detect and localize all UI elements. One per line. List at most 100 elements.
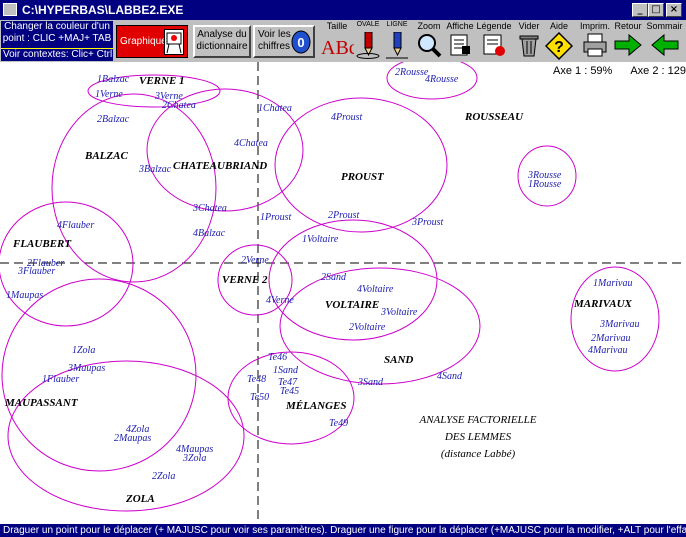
oval-flaubert[interactable] (0, 201, 134, 327)
point-label[interactable]: 1Proust (260, 212, 292, 223)
oval-rousseau[interactable] (517, 145, 577, 207)
oval-maupassant[interactable] (1, 278, 197, 472)
oval-zola[interactable] (7, 360, 245, 512)
taille-tool[interactable]: Taille ABc (320, 21, 354, 61)
plot-shapes (0, 62, 686, 524)
point-label[interactable]: 4Rousse (425, 74, 459, 85)
point-label[interactable]: 1Flauber (42, 374, 80, 385)
point-label[interactable]: 1Voltaire (302, 234, 339, 245)
group-label[interactable]: ZOLA (126, 493, 155, 505)
point-label[interactable]: 4Flauber (57, 220, 95, 231)
group-label[interactable]: MAUPASSANT (5, 397, 78, 409)
oval-voltaire[interactable] (268, 219, 438, 341)
toolbar: Changer la couleur d'un point : CLIC +MA… (0, 20, 686, 62)
point-label[interactable]: 3Marivau (600, 319, 640, 330)
oval-verne-1[interactable] (87, 74, 221, 108)
point-label[interactable]: 4Zola (126, 424, 150, 435)
point-label[interactable]: 3Maupas (68, 363, 106, 374)
taille-label: Taille (326, 21, 348, 31)
vider-tool[interactable]: Vider (515, 21, 543, 61)
group-label[interactable]: CHATEAUBRIAND (173, 160, 268, 172)
group-label[interactable]: VERNE 1 (139, 75, 185, 87)
easel-icon (164, 29, 184, 55)
point-label[interactable]: 2Balzac (97, 114, 130, 125)
sommaire-button[interactable]: Sommair (643, 21, 686, 61)
minimize-button[interactable]: _ (632, 3, 648, 17)
imprim-tool[interactable]: Imprim. (578, 21, 612, 61)
group-label[interactable]: PROUST (341, 171, 384, 183)
point-label[interactable]: 3Verne (155, 91, 183, 102)
oval-verne-2[interactable] (217, 244, 293, 316)
point-label[interactable]: 3Zola (183, 453, 207, 464)
point-label[interactable]: 1Sand (273, 365, 298, 376)
point-label[interactable]: 2Flauber (27, 258, 65, 269)
group-label[interactable]: VOLTAIRE (325, 299, 380, 311)
analyse-dictionnaire-button[interactable]: Analyse du dictionnaire (193, 25, 251, 58)
point-label[interactable]: Te45 (280, 386, 300, 397)
factor-plot-canvas[interactable]: Axe 1 : 59%Axe 2 : 129 VERNE 1 BALZAC CH… (0, 62, 686, 524)
point-label[interactable]: 1Balzac (97, 74, 130, 85)
point-label[interactable]: Te48 (247, 374, 267, 385)
legende-tool[interactable]: Légende (476, 21, 512, 61)
point-label[interactable]: 2Maupas (114, 433, 152, 444)
group-label[interactable]: BALZAC (85, 150, 128, 162)
help-box: Changer la couleur d'un point : CLIC +MA… (1, 21, 113, 61)
point-label[interactable]: Te47 (278, 377, 298, 388)
oval-proust[interactable] (274, 97, 448, 233)
point-label[interactable]: Te49 (329, 418, 349, 429)
point-label[interactable]: 1Chatea (258, 103, 292, 114)
point-label[interactable]: 2Rousse (395, 67, 429, 78)
zoom-tool[interactable]: Zoom (414, 21, 444, 61)
oval-sand[interactable] (279, 267, 481, 385)
app-icon[interactable] (3, 3, 17, 16)
voir-chiffres-button[interactable]: Voir les chiffres 0 (253, 25, 315, 58)
point-label[interactable]: 3Voltaire (381, 307, 418, 318)
graphique-button[interactable]: Graphique (116, 25, 188, 58)
point-label[interactable]: 4Chatea (234, 138, 268, 149)
affiche-tool[interactable]: Affiche (445, 21, 475, 61)
point-label[interactable]: 4Proust (331, 112, 363, 123)
aide-tool[interactable]: Aide ? (545, 21, 573, 61)
oval-marivaux[interactable] (570, 266, 660, 372)
point-label[interactable]: 2Sand (321, 272, 346, 283)
group-label[interactable]: ROUSSEAU (465, 111, 524, 123)
oval-rousseau-top[interactable] (386, 62, 478, 100)
point-label[interactable]: 4Sand (437, 371, 462, 382)
point-label[interactable]: Te50 (250, 392, 270, 403)
group-label[interactable]: MARIVAUX (574, 298, 632, 310)
point-label[interactable]: 4Voltaire (357, 284, 394, 295)
point-label[interactable]: 4Balzac (193, 228, 226, 239)
point-label[interactable]: 2Proust (328, 210, 360, 221)
point-label[interactable]: 4Verne (266, 295, 294, 306)
point-label[interactable]: 1Maupas (6, 290, 44, 301)
point-label[interactable]: 1Rousse (528, 179, 562, 190)
point-label[interactable]: 3Chatea (193, 203, 227, 214)
oval-chateaubriand[interactable] (146, 88, 304, 212)
point-label[interactable]: 1Zola (72, 345, 96, 356)
group-label[interactable]: SAND (384, 354, 414, 366)
close-button[interactable]: × (666, 3, 682, 17)
point-label[interactable]: 2Zola (152, 471, 176, 482)
ovale-tool[interactable]: OVALE (354, 21, 382, 61)
ligne-tool[interactable]: LIGNE (383, 21, 411, 61)
point-label[interactable]: Te46 (268, 352, 288, 363)
point-label[interactable]: 3Flauber (18, 266, 56, 277)
point-label[interactable]: 2Verne (241, 255, 269, 266)
group-label[interactable]: VERNE 2 (222, 274, 268, 286)
group-label[interactable]: MÉLANGES (286, 400, 347, 412)
point-label[interactable]: 3Sand (358, 377, 383, 388)
point-label[interactable]: 2Voltaire (349, 322, 386, 333)
oval-balzac[interactable] (51, 93, 217, 283)
point-label[interactable]: 2Marivau (591, 333, 631, 344)
point-label[interactable]: 2Chatea (162, 100, 196, 111)
point-label[interactable]: 3Proust (412, 217, 444, 228)
group-label[interactable]: FLAUBERT (13, 238, 72, 250)
point-label[interactable]: 3Balzac (139, 164, 172, 175)
point-label[interactable]: 4Maupas (176, 444, 214, 455)
point-label[interactable]: 1Verne (95, 89, 123, 100)
maximize-button[interactable]: □ (648, 3, 664, 17)
point-label[interactable]: 4Marivau (588, 345, 628, 356)
point-label[interactable]: 3Rousse (528, 170, 562, 181)
point-label[interactable]: 1Marivau (593, 278, 633, 289)
retour-button[interactable]: Retour (612, 21, 644, 61)
